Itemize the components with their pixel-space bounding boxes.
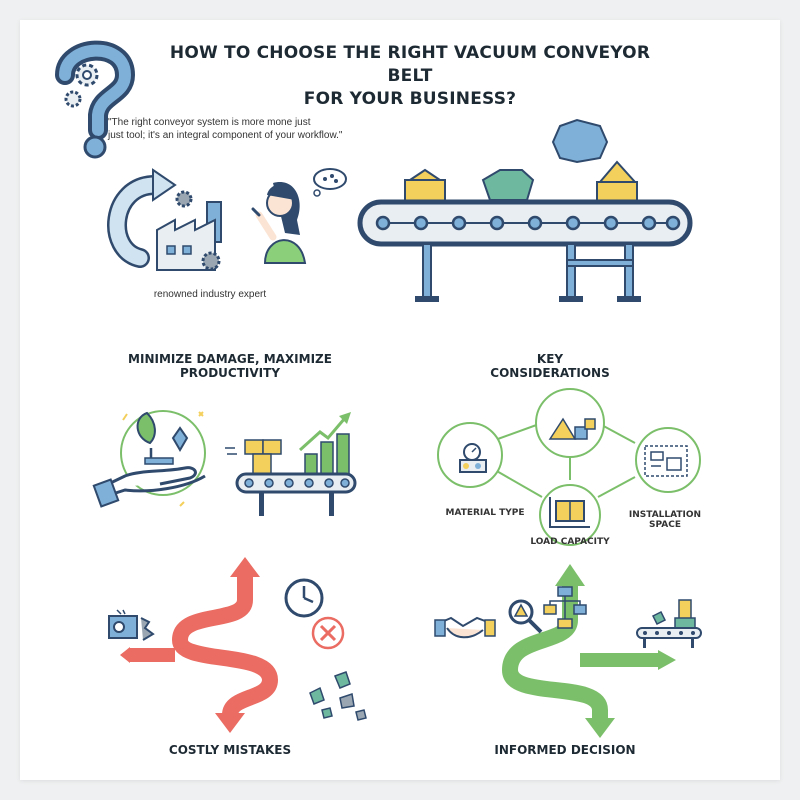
label-load-capacity: LOAD CAPACITY <box>530 537 610 547</box>
label-installation-line-2: SPACE <box>649 520 681 530</box>
expert-caption: renowned industry expert <box>153 289 267 300</box>
magnifier-icon <box>508 599 543 634</box>
title-line-2: FOR YOUR BUSINESS? <box>303 89 517 109</box>
question-mark-icon <box>55 40 136 159</box>
page-title: HOW TO CHOOSE THE RIGHT VACUUM CONVEYOR … <box>150 42 670 111</box>
label-installation-line-1: INSTALLATION <box>628 510 702 520</box>
broken-machine-icon <box>108 609 155 641</box>
speech-bubble-icon <box>313 168 347 197</box>
gear-icon <box>175 190 193 208</box>
red-winding-arrow <box>120 557 278 733</box>
growth-chart-icon <box>225 412 357 516</box>
hand-plant-icon <box>92 410 206 508</box>
debris-icon <box>309 671 367 721</box>
cycle-arrow-icon <box>107 168 177 268</box>
gear-icon <box>75 63 99 87</box>
factory-icon <box>156 201 222 271</box>
scale-icon <box>459 443 487 473</box>
section-mistakes-heading: COSTLY MISTAKES <box>168 743 292 757</box>
section-decision-heading: INFORMED DECISION <box>494 743 636 757</box>
handshake-icon <box>434 616 496 639</box>
woman-pointing-icon <box>251 182 307 264</box>
conveyor-icon <box>357 118 693 302</box>
quote-line-1: "The right conveyor system is more mone … <box>108 117 311 128</box>
title-line-1: HOW TO CHOOSE THE RIGHT VACUUM CONVEYOR … <box>169 43 651 86</box>
gear-icon <box>64 90 82 108</box>
gear-icon <box>201 251 221 271</box>
expert-quote: "The right conveyor system is more mone … <box>108 116 368 142</box>
section-productivity-heading: MINIMIZE DAMAGE, MAXIMIZE PRODUCTIVITY <box>128 352 332 380</box>
flowchart-icon <box>543 586 587 629</box>
clock-icon <box>284 578 324 618</box>
error-x-icon <box>311 616 345 650</box>
section-considerations-heading: KEY CONSIDERATIONS <box>490 352 610 380</box>
label-installation-space: INSTALLATION SPACE <box>620 510 710 530</box>
materials-icon <box>548 417 596 440</box>
label-material-type: MATERIAL TYPE <box>445 508 525 518</box>
box-icon <box>549 497 590 528</box>
machine-icon <box>636 599 702 648</box>
green-winding-arrow <box>502 564 676 738</box>
floorplan-icon <box>644 445 688 477</box>
quote-line-2: just tool; it's an integral component of… <box>108 130 343 141</box>
